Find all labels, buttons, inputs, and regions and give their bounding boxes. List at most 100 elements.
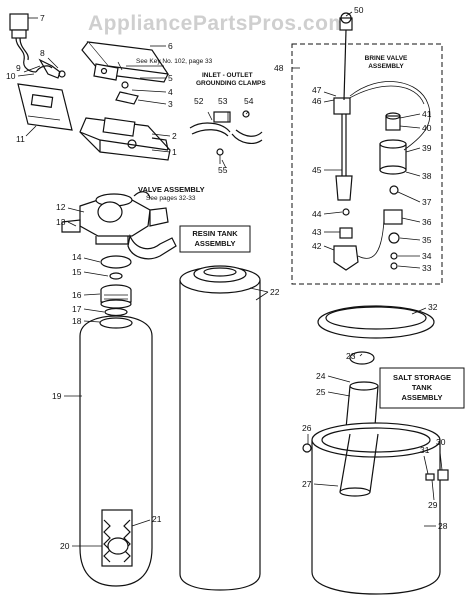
brine-refill-tube-part[interactable]: [345, 81, 431, 151]
cover-clips-part[interactable]: [93, 61, 139, 105]
callout-55: 55: [218, 165, 228, 175]
salt-tank-lid-part[interactable]: [317, 305, 435, 339]
callout-11: 11: [16, 134, 25, 144]
callout-28: 28: [438, 521, 448, 531]
callout-52: 52: [194, 96, 204, 106]
resin-tank-part[interactable]: [79, 315, 153, 587]
brine-valve-housing-part[interactable]: [379, 139, 407, 175]
label-inlet-outlet: INLET - OUTLET: [202, 72, 253, 79]
callout-33: 33: [422, 263, 432, 273]
callout-39: 39: [422, 143, 432, 153]
callout-9: 9: [16, 63, 21, 73]
label-salt-storage-line3: ASSEMBLY: [402, 393, 443, 402]
label-valve-assembly: VALVE ASSEMBLY: [138, 185, 205, 194]
resin-tank-jacket-part[interactable]: [179, 265, 261, 591]
bypass-valve-part[interactable]: [127, 233, 177, 260]
brine-well-cap-part[interactable]: [349, 351, 375, 365]
callout-27: 27: [302, 479, 312, 489]
callout-53: 53: [218, 96, 228, 106]
callout-1: 1: [172, 147, 177, 157]
ground-screw-part[interactable]: [216, 148, 224, 164]
callout-16: 16: [72, 290, 82, 300]
label-resin-tank-line2: ASSEMBLY: [195, 239, 236, 248]
callout-44: 44: [312, 209, 322, 219]
callout-23: 23: [346, 351, 356, 361]
callout-40: 40: [422, 123, 432, 133]
callout-32: 32: [428, 302, 438, 312]
overflow-elbow-part[interactable]: [425, 469, 449, 481]
callout-37: 37: [422, 197, 432, 207]
salt-storage-tank-part[interactable]: [311, 422, 441, 595]
callout-38: 38: [422, 171, 432, 181]
label-brine-valve-line2: ASSEMBLY: [368, 63, 404, 70]
salt-storage-title: SALT STORAGE TANK ASSEMBLY: [379, 367, 465, 409]
callout-24: 24: [316, 371, 326, 381]
adaptor-o-ring-part[interactable]: [104, 307, 128, 317]
watermark-text: AppliancePartsPros.com: [88, 12, 348, 35]
grounding-clamp-upper-part[interactable]: [189, 111, 231, 137]
callout-5: 5: [168, 73, 173, 83]
callout-54: 54: [244, 96, 254, 106]
label-grounding-clamps: GROUNDING CLAMPS: [196, 80, 266, 87]
callout-7: 7: [40, 13, 45, 23]
callout-8: 8: [40, 48, 45, 58]
resin-tank-title: RESIN TANK ASSEMBLY: [179, 225, 251, 253]
callout-4: 4: [168, 87, 173, 97]
callout-6: 6: [168, 41, 173, 51]
callout-18: 18: [72, 316, 82, 326]
o-ring-small-part[interactable]: [109, 272, 123, 280]
note-valve-pages: See pages 32-33: [146, 195, 196, 202]
callout-47: 47: [312, 85, 322, 95]
callout-3: 3: [168, 99, 173, 109]
brine-tube-part[interactable]: [339, 12, 353, 101]
callout-14: 14: [72, 252, 82, 262]
callout-45: 45: [312, 165, 322, 175]
callout-21: 21: [152, 514, 162, 524]
label-brine-valve-line1: BRINE VALVE: [365, 55, 408, 62]
callout-25: 25: [316, 387, 326, 397]
callout-31: 31: [420, 445, 430, 455]
brine-valve-fittings-part[interactable]: [333, 185, 403, 271]
callout-17: 17: [72, 304, 82, 314]
wire-harness-part[interactable]: [35, 58, 66, 79]
grounding-clamp-lower-part[interactable]: [231, 110, 263, 144]
callout-48: 48: [274, 63, 284, 73]
timer-housing-part[interactable]: [79, 117, 171, 161]
callout-30: 30: [436, 437, 446, 447]
tank-adaptor-part[interactable]: [100, 284, 132, 309]
label-resin-tank-line1: RESIN TANK: [192, 229, 238, 238]
callout-50: 50: [354, 5, 364, 15]
callout-43: 43: [312, 227, 322, 237]
callout-19: 19: [52, 391, 62, 401]
label-salt-storage-line2: TANK: [412, 383, 433, 392]
distributor-tube-part[interactable]: [101, 509, 133, 567]
brine-valve-assembly-box: [291, 43, 443, 285]
part-number-callouts: 1 2 3 4 5 6 7 8 9 10 11 12 13 14 15 16 1…: [6, 5, 448, 551]
brine-valve-float-part[interactable]: [385, 112, 401, 131]
callout-13: 13: [56, 217, 66, 227]
note-key-ref: See Key No. 102, page 33: [136, 58, 213, 65]
callout-20: 20: [60, 541, 70, 551]
transformer-part[interactable]: [9, 13, 37, 73]
overflow-fitting-part[interactable]: [302, 443, 312, 453]
callout-29: 29: [428, 500, 438, 510]
callout-15: 15: [72, 267, 82, 277]
o-ring-large-part[interactable]: [100, 255, 132, 269]
callout-41: 41: [422, 109, 432, 119]
callout-34: 34: [422, 251, 432, 261]
callout-46: 46: [312, 96, 322, 106]
air-check-assembly-part[interactable]: [333, 97, 353, 201]
callout-26: 26: [302, 423, 312, 433]
callout-12: 12: [56, 202, 66, 212]
leader-lines: [17, 11, 443, 547]
timer-faceplate-part[interactable]: [17, 83, 73, 131]
callout-2: 2: [172, 131, 177, 141]
callout-22: 22: [270, 287, 280, 297]
callout-35: 35: [422, 235, 432, 245]
callout-36: 36: [422, 217, 432, 227]
valve-assembly-part[interactable]: [61, 191, 169, 245]
callout-10: 10: [6, 71, 16, 81]
label-salt-storage-line1: SALT STORAGE: [393, 373, 451, 382]
